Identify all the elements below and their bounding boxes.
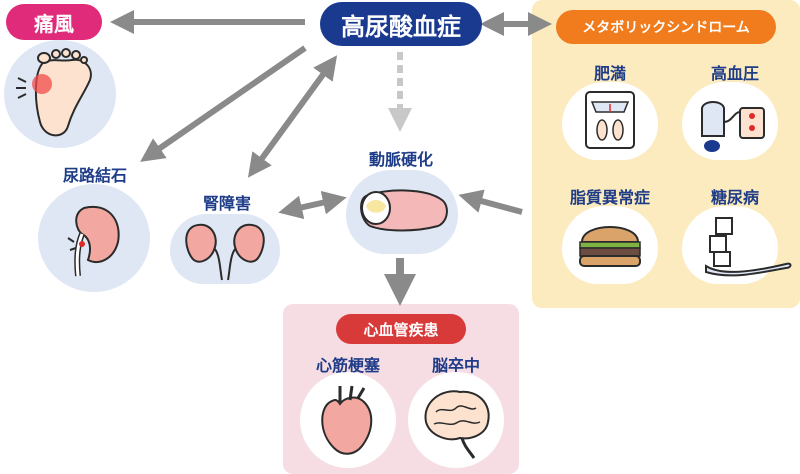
arrow-to-kidney-stone: [140, 45, 307, 162]
blood-pressure-icon: [701, 101, 765, 152]
arrow-metabolic-athero: [458, 189, 523, 215]
renal-label: 腎障害: [202, 194, 251, 213]
diabetes-label: 糖尿病: [710, 188, 759, 207]
obesity-label: 肥満: [593, 64, 626, 83]
metabolic-title-pill: メタボリックシンドローム: [556, 10, 776, 44]
gout-label: 痛風: [34, 11, 74, 36]
gout-pill: 痛風: [6, 4, 102, 40]
arrow-renal-center: [247, 55, 338, 178]
brain-icon: [424, 390, 490, 459]
kidney-stone-icon: [67, 205, 120, 277]
center-pill: 高尿酸血症: [320, 2, 482, 46]
burger-icon: [579, 226, 641, 267]
center-label: 高尿酸血症: [341, 12, 461, 41]
dyslipidemia-label: 脂質異常症: [569, 188, 650, 207]
stroke-label: 脳卒中: [431, 356, 480, 375]
athero-label: 動脈硬化: [368, 150, 433, 169]
cardio-title: 心血管疾患: [363, 320, 439, 339]
sugar-cubes-icon: [705, 217, 792, 277]
kidneys-icon: [185, 223, 265, 281]
hypertension-label: 高血圧: [710, 64, 759, 83]
heart-icon: [321, 385, 373, 455]
cardio-title-pill: 心血管疾患: [336, 314, 466, 344]
arrow-renal-athero: [278, 190, 347, 220]
mi-label: 心筋梗塞: [315, 356, 380, 375]
kidney-stone-label: 尿路結石: [62, 166, 127, 185]
artery-icon: [360, 189, 448, 232]
foot-icon: [16, 48, 92, 137]
scale-icon: [585, 91, 635, 149]
metabolic-title: メタボリックシンドローム: [582, 20, 750, 36]
